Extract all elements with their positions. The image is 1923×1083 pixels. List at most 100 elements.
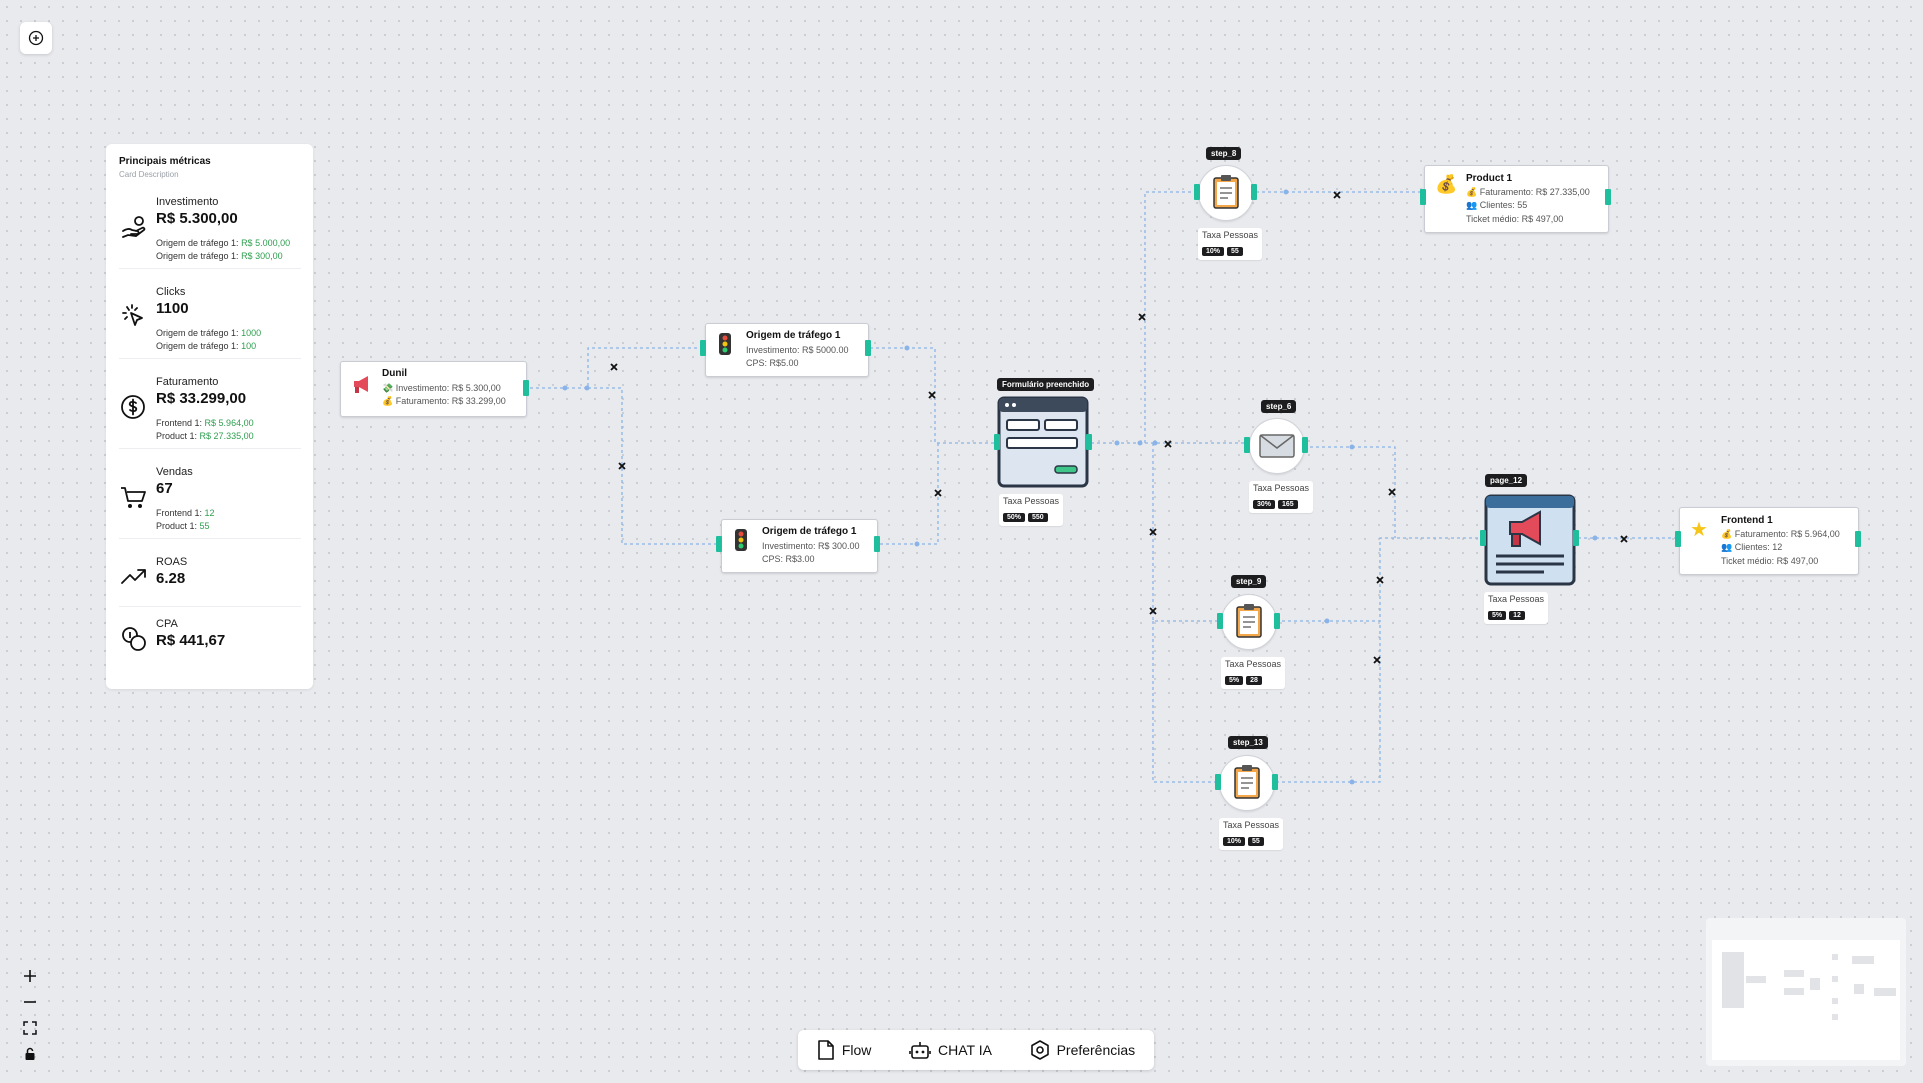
lock-button[interactable]	[20, 1044, 40, 1064]
form-output-handle[interactable]	[1086, 434, 1092, 450]
minimap-preview	[1712, 940, 1900, 1060]
metric-investimento: Investimento R$ 5.300,00 Origem de tráfe…	[119, 196, 301, 276]
step6-node[interactable]	[1249, 418, 1305, 474]
step13-stats: Taxa Pessoas 10%55	[1219, 818, 1284, 850]
node-line: Investimento: R$ 300.00	[762, 541, 860, 551]
fullscreen-icon	[23, 1021, 37, 1035]
metric-sub: Frontend 1: 12	[156, 508, 215, 518]
metric-sub: Product 1: 55	[156, 521, 210, 531]
chat-ia-button[interactable]: CHAT IA	[909, 1041, 992, 1059]
dollar-circle-icon	[121, 395, 145, 419]
traffic1-input-handle[interactable]	[700, 340, 706, 356]
node-title: Frontend 1	[1721, 515, 1773, 526]
page12-input-handle[interactable]	[1480, 530, 1486, 546]
traffic-source-node-1[interactable]: Origem de tráfego 1 Investimento: R$ 500…	[705, 323, 869, 377]
node-title: Origem de tráfego 1	[746, 330, 841, 341]
frontend-node[interactable]: ★ Frontend 1 💰 Faturamento: R$ 5.964,00 …	[1679, 507, 1859, 575]
megaphone-icon	[354, 376, 368, 393]
metric-value: R$ 5.300,00	[156, 210, 238, 227]
flow-label: Flow	[841, 1042, 872, 1058]
cursor-click-icon	[122, 304, 143, 326]
clipboard-icon	[1236, 604, 1262, 638]
form-input-handle[interactable]	[994, 434, 1000, 450]
metric-label: Investimento	[156, 196, 219, 208]
clipboard-icon	[1213, 175, 1239, 209]
step9-node[interactable]	[1221, 594, 1277, 650]
frontend-input-handle[interactable]	[1675, 531, 1681, 547]
form-page-icon[interactable]	[997, 396, 1089, 488]
metric-label: Clicks	[156, 286, 186, 298]
product-node[interactable]: 💰 Product 1 💰 Faturamento: R$ 27.335,00 …	[1424, 165, 1609, 233]
traffic1-output-handle[interactable]	[865, 340, 871, 356]
step8-stats: Taxa Pessoas 10%55	[1198, 228, 1263, 260]
funil-output-handle[interactable]	[523, 380, 529, 396]
step9-output-handle[interactable]	[1274, 613, 1280, 629]
step8-node[interactable]	[1198, 165, 1254, 221]
metric-clicks: Clicks 1100 Origem de tráfego 1: 1000 Or…	[119, 286, 301, 366]
coins-icon	[122, 627, 146, 651]
step6-output-handle[interactable]	[1302, 437, 1308, 453]
zoom-in-button[interactable]	[20, 966, 40, 986]
metric-label: ROAS	[156, 556, 188, 568]
step9-input-handle[interactable]	[1217, 613, 1223, 629]
step13-badge: step_13	[1228, 736, 1268, 749]
metrics-description: Card Description	[119, 170, 179, 179]
lock-icon	[25, 1047, 35, 1060]
step13-output-handle[interactable]	[1272, 774, 1278, 790]
metric-sub: Product 1: R$ 27.335,00	[156, 431, 254, 441]
metric-value: R$ 441,67	[156, 632, 226, 649]
traffic-source-node-2[interactable]: Origem de tráfego 1 Investimento: R$ 300…	[721, 519, 878, 573]
plus-icon	[24, 970, 36, 982]
step6-stats: Taxa Pessoas 30%165	[1249, 481, 1314, 513]
node-title: Dunil	[382, 368, 407, 379]
fit-view-button[interactable]	[20, 1018, 40, 1038]
step9-badge: step_9	[1231, 575, 1267, 588]
node-line: Investimento: R$ 5000.00	[746, 345, 849, 355]
metric-sub: Origem de tráfego 1: R$ 5.000,00	[156, 238, 291, 248]
flow-button[interactable]: Flow	[817, 1040, 872, 1060]
trending-up-icon	[121, 569, 146, 584]
product-input-handle[interactable]	[1420, 189, 1426, 205]
step8-output-handle[interactable]	[1251, 184, 1257, 200]
funil-node[interactable]: Dunil 💸 Investimento: R$ 5.300,00 💰 Fatu…	[340, 361, 527, 417]
step13-input-handle[interactable]	[1215, 774, 1221, 790]
traffic-light-icon	[735, 529, 747, 551]
node-line: CPS: R$5.00	[746, 358, 799, 368]
product-output-handle[interactable]	[1605, 189, 1611, 205]
metric-sub: Origem de tráfego 1: 1000	[156, 328, 262, 338]
metric-label: Faturamento	[156, 376, 219, 388]
metric-label: CPA	[156, 618, 178, 630]
frontend-output-handle[interactable]	[1855, 531, 1861, 547]
chat-ia-label: CHAT IA	[938, 1042, 992, 1058]
node-line: 💰 Faturamento: R$ 33.299,00	[382, 396, 506, 406]
node-title: Product 1	[1466, 173, 1513, 184]
step13-node[interactable]	[1219, 755, 1275, 811]
form-node-badge: Formulário preenchido	[997, 378, 1095, 391]
step6-input-handle[interactable]	[1244, 437, 1250, 453]
node-line: 👥 Clientes: 55	[1466, 200, 1528, 210]
page12-output-handle[interactable]	[1573, 530, 1579, 546]
clipboard-icon	[1234, 765, 1260, 799]
preferences-label: Preferências	[1056, 1042, 1136, 1058]
metric-value: 1100	[156, 300, 189, 317]
node-line: 💸 Investimento: R$ 5.300,00	[382, 383, 501, 393]
preferences-button[interactable]: Preferências	[1030, 1040, 1136, 1060]
metric-value: 67	[156, 480, 173, 497]
minimap[interactable]	[1706, 918, 1906, 1066]
node-line: Ticket médio: R$ 497,00	[1721, 556, 1819, 566]
landing-page-icon[interactable]	[1484, 494, 1576, 586]
add-node-button[interactable]	[20, 22, 52, 54]
metric-sub: Origem de tráfego 1: 100	[156, 341, 257, 351]
step6-badge: step_6	[1261, 400, 1297, 413]
envelope-icon	[1259, 434, 1295, 458]
traffic2-output-handle[interactable]	[874, 536, 880, 552]
bottom-toolbar: Flow CHAT IA Preferências	[798, 1030, 1154, 1070]
page12-stats: Taxa Pessoas 5%12	[1484, 592, 1549, 624]
zoom-out-button[interactable]	[20, 992, 40, 1012]
metric-faturamento: Faturamento R$ 33.299,00 Frontend 1: R$ …	[119, 376, 301, 456]
traffic2-input-handle[interactable]	[716, 536, 722, 552]
minus-icon	[24, 1001, 36, 1003]
step8-input-handle[interactable]	[1194, 184, 1200, 200]
node-line: Ticket médio: R$ 497,00	[1466, 214, 1564, 224]
